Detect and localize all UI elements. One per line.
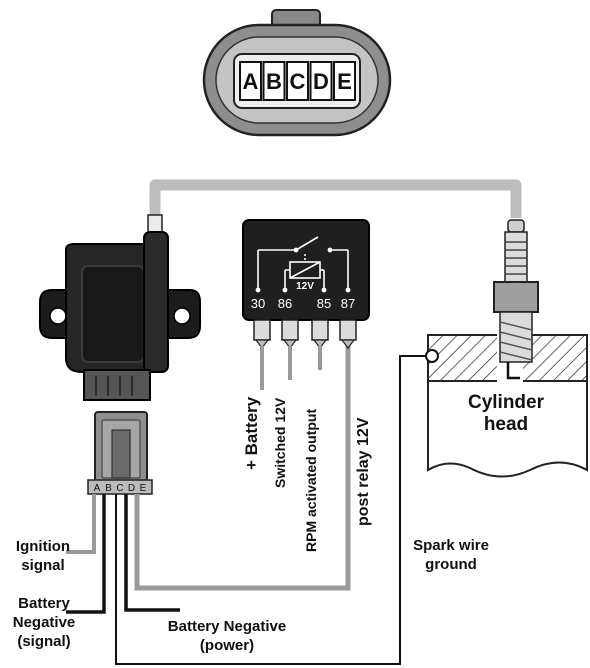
coil-pin-label: B [105,483,112,494]
connector-pin-label: E [337,69,352,94]
post-relay-label: post relay 12V [355,417,372,527]
connector-pin-d: D [309,61,333,101]
connector-pin-label: C [290,69,306,94]
relay-voltage: 12V [296,281,314,292]
coil-pin-label: D [128,483,135,494]
ignition-signal-label: Ignition signal [15,538,71,574]
connector-pin-c: C [286,61,309,101]
neg-power-wire [124,494,180,612]
neg-signal-label: Battery Negative (signal) [12,595,76,650]
battery-label: + Battery [242,396,261,470]
connector-pin-a: A [239,61,262,101]
connector-pin-e: E [333,61,356,101]
coil-pin-label: A [94,483,101,494]
coil-to-plug-wire [149,179,522,218]
ignition-coil [39,214,201,401]
coil-pin-label: C [116,483,123,494]
coil-pin-label: E [140,483,147,494]
spark-ground-label: Spark wire ground [413,537,489,573]
relay-terminal-30 [253,319,271,349]
post-relay-wire [134,346,351,591]
switched-label: Switched 12V [272,397,288,488]
relay-terminal-87 [339,319,357,349]
relay-pin-87: 87 [341,296,355,311]
neg-power-label: Battery Negative (power) [167,618,287,654]
ignition-signal-wire [66,494,96,554]
relay-pin-30: 30 [251,296,265,311]
relay: 12V 30 86 85 87 [242,219,370,349]
connector-pin-label: A [243,69,259,94]
connector-pin-label: B [266,69,282,94]
relay-pin-85: 85 [317,296,331,311]
connector-pin-label: D [313,69,329,94]
cylinder-head [427,333,588,478]
cylinder-head-label: Cylinder head [467,392,545,435]
connector-pin-b: B [262,61,286,101]
relay-pin-86: 86 [278,296,292,311]
rpm-label: RPM activated output [303,408,319,552]
ground-terminal [425,349,439,363]
spark-plug [493,219,539,380]
spark-ground-wire [115,355,428,665]
neg-signal-wire [66,494,106,614]
relay-terminal-86 [281,319,299,349]
relay-terminal-85 [311,319,329,349]
